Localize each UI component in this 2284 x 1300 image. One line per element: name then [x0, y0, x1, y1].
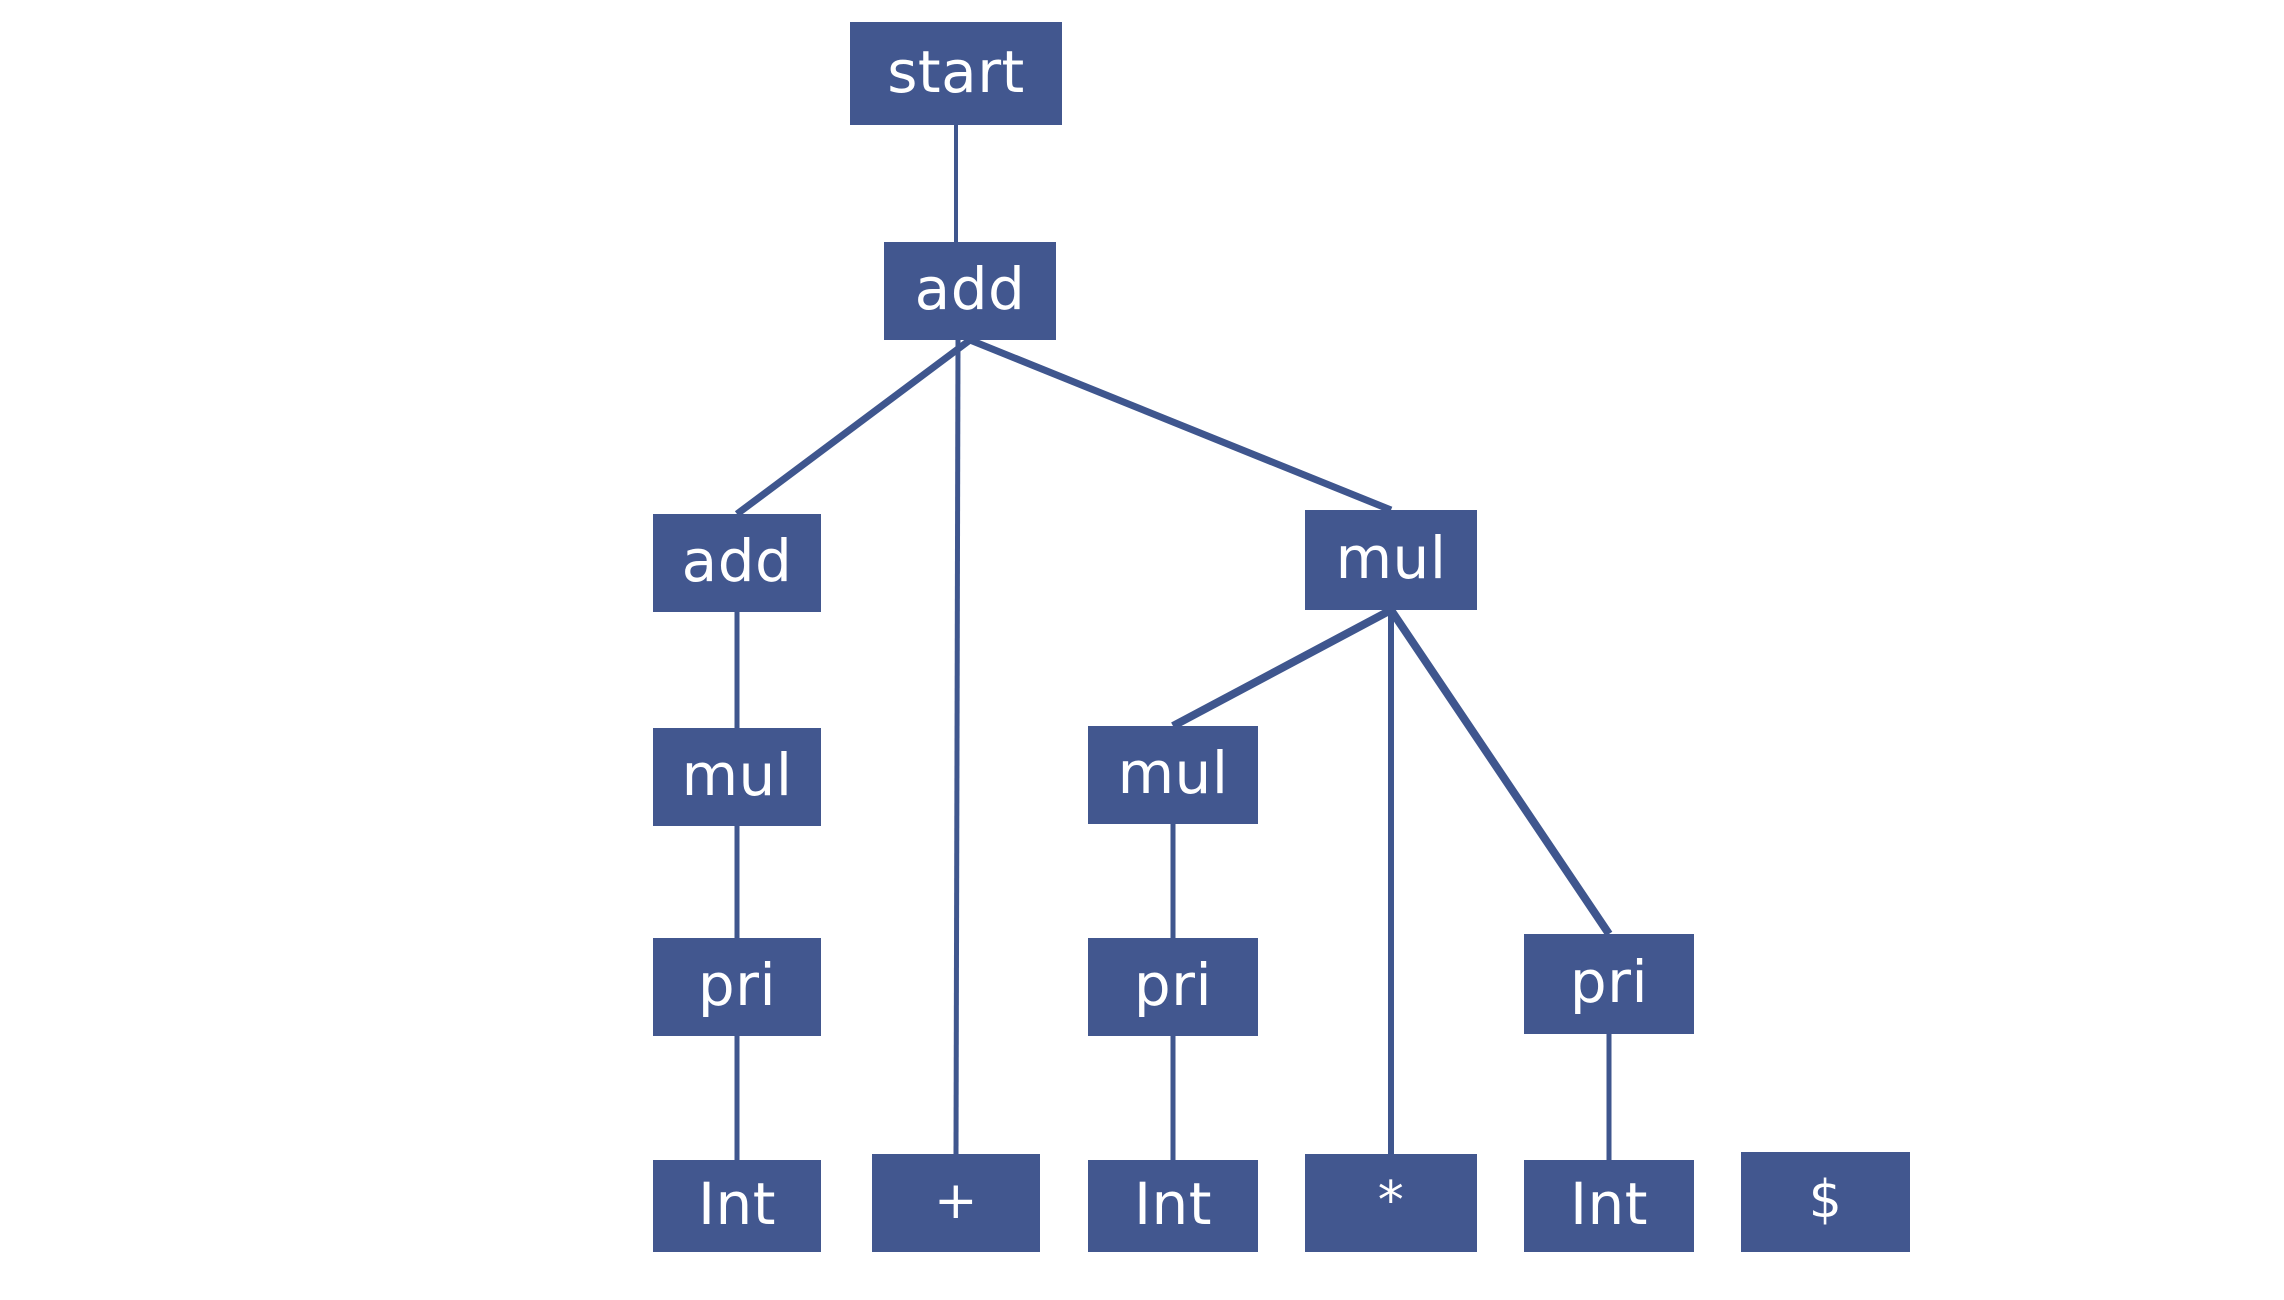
- tree-node-star[interactable]: *: [1305, 1154, 1477, 1252]
- tree-node-label: Int: [1569, 1170, 1649, 1238]
- tree-node-label: start: [887, 37, 1025, 106]
- tree-node-mulL[interactable]: mul: [653, 728, 821, 826]
- tree-node-int3[interactable]: Int: [1524, 1160, 1694, 1252]
- tree-node-label: mul: [681, 741, 793, 809]
- tree-node-label: +: [933, 1171, 979, 1231]
- tree-node-label: pri: [1569, 948, 1649, 1016]
- tree-node-label: pri: [1133, 951, 1213, 1019]
- tree-node-start[interactable]: start: [850, 22, 1062, 125]
- tree-node-add2[interactable]: add: [653, 514, 821, 612]
- tree-node-mulM[interactable]: mul: [1088, 726, 1258, 824]
- tree-node-label: mul: [1335, 524, 1447, 592]
- tree-node-add1[interactable]: add: [884, 242, 1056, 340]
- tree-node-label: $: [1808, 1170, 1843, 1230]
- tree-node-int1[interactable]: Int: [653, 1160, 821, 1252]
- tree-edge: [734, 337, 973, 517]
- tree-node-eof[interactable]: $: [1741, 1152, 1910, 1252]
- tree-node-label: mul: [1117, 739, 1229, 807]
- tree-node-label: pri: [697, 951, 777, 1019]
- tree-node-label: Int: [1133, 1170, 1213, 1238]
- tree-edge: [953, 339, 961, 1155]
- tree-node-priM[interactable]: pri: [1088, 938, 1258, 1036]
- tree-node-label: Int: [697, 1170, 777, 1238]
- tree-node-priL[interactable]: pri: [653, 938, 821, 1036]
- tree-node-label: add: [681, 527, 793, 595]
- tree-node-label: *: [1377, 1171, 1405, 1231]
- tree-edge: [968, 336, 1393, 514]
- tree-node-int2[interactable]: Int: [1088, 1160, 1258, 1252]
- tree-edge: [1387, 607, 1613, 937]
- tree-node-plus[interactable]: +: [872, 1154, 1040, 1252]
- tree-node-mulR[interactable]: mul: [1305, 510, 1477, 610]
- tree-node-label: add: [914, 255, 1026, 323]
- tree-node-priR[interactable]: pri: [1524, 934, 1694, 1034]
- tree-edge: [1171, 606, 1393, 730]
